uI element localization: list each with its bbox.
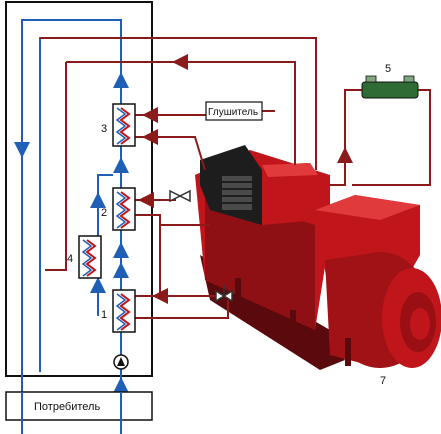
- muffler-box: [205, 101, 263, 121]
- heat-exchanger-2[interactable]: [112, 187, 136, 231]
- label-hx1: 1: [101, 309, 107, 321]
- heat-exchanger-4[interactable]: [78, 235, 102, 279]
- engine-generator-7: [195, 145, 441, 370]
- engine-turbo: [262, 163, 318, 225]
- label-hx2: 2: [101, 207, 107, 219]
- label-hx3: 3: [101, 123, 107, 135]
- system-frame: [5, 1, 153, 377]
- muffler-label: Глушитель: [208, 107, 258, 118]
- valve-icon[interactable]: [215, 285, 233, 303]
- valve-icon[interactable]: [169, 189, 191, 203]
- engine-head-fins: [222, 176, 252, 210]
- label-device5: 5: [385, 63, 391, 75]
- device-5: [361, 75, 419, 99]
- label-hx4: 4: [67, 253, 73, 265]
- heat-exchanger-3[interactable]: [112, 103, 136, 147]
- pump-icon[interactable]: [113, 354, 129, 370]
- engine-block-shade: [205, 190, 315, 330]
- cold-water-lines: [21, 19, 122, 432]
- label-engine7: 7: [380, 375, 386, 387]
- heat-exchanger-1[interactable]: [112, 289, 136, 333]
- consumer-label: Потребитель: [34, 401, 100, 413]
- consumer-box: [5, 391, 153, 421]
